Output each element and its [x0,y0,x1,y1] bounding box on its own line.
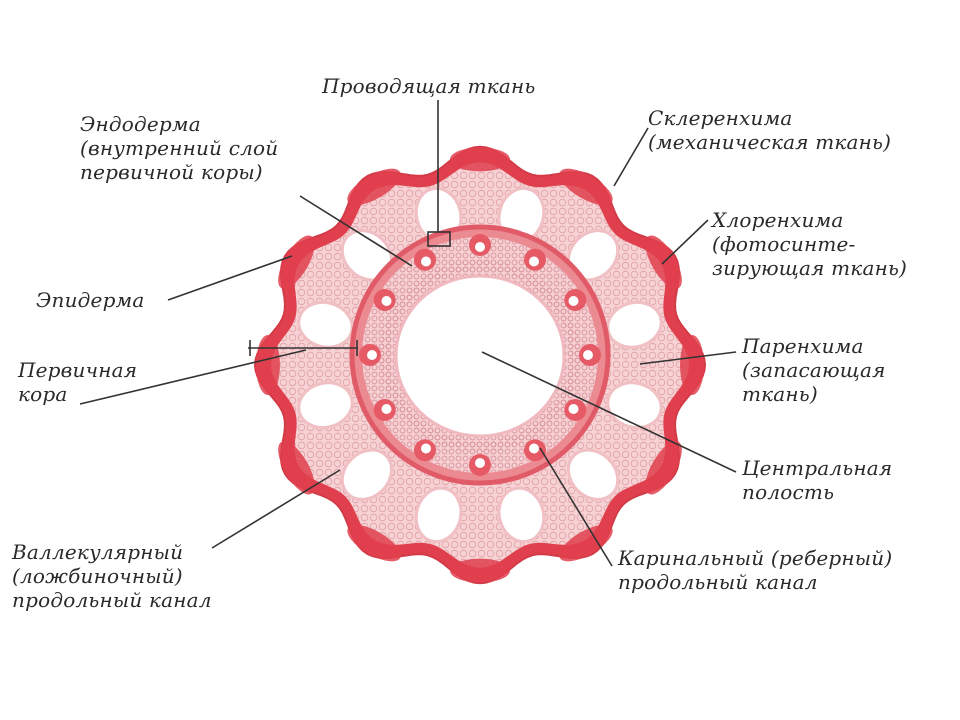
carinal-canal [381,296,392,306]
label-endoderm-line-1: Эндодерма [80,112,201,136]
sclerenchyma-patch [645,441,682,495]
vascular-bundles [359,234,601,476]
label-conducting-line-1: Проводящая ткань [322,74,536,98]
leader-epidermis [167,255,293,301]
label-primary-cortex: Первичная кора [18,358,137,406]
leader-cortex [79,349,307,405]
label-chlorenchyma-line-1: Хлоренхима [712,208,844,232]
carinal-canal [381,404,392,414]
sclerenchyma-patch [450,147,510,172]
label-cortex-line-1: Первичная [18,358,138,382]
leader-endoderm [299,195,413,267]
vallecular-canal [566,448,620,501]
label-vallecular-line-1: Валлекулярный [12,540,184,564]
carinal-canal [475,242,485,252]
label-conducting-tissue: Проводящая ткань [322,74,536,98]
carinal-canal [421,256,431,267]
leader-parenchyma [639,351,737,365]
label-epidermis-line-1: Эпидерма [36,288,145,312]
carinal-canal [529,443,539,454]
label-parenchyma-line-1: Паренхима [742,334,864,358]
sclerenchyma-patch [559,168,613,206]
label-chlorenchyma: Хлоренхима (фотосинте- зирующая ткань) [712,208,907,280]
sclerenchyma-patches [256,147,704,583]
sclerenchyma-patch [256,335,280,395]
label-central-cavity-line-2: полость [742,480,835,504]
label-vallecular-line-3: продольный канал [12,588,212,612]
sclerenchyma-patch [278,441,315,495]
vallecular-canal [606,300,663,349]
label-carinal-canal: Каринальный (реберный) продольный канал [618,546,892,594]
label-chlorenchyma-line-2: (фотосинте- [712,232,856,256]
carinal-canal [583,350,593,360]
vallecular-canal [497,486,546,544]
label-carinal-line-1: Каринальный (реберный) [618,546,893,570]
label-endoderm-line-3: первичной коры) [80,160,263,184]
leader-lines [79,100,737,567]
carinal-canal [568,296,579,306]
leader-central-cavity [481,351,737,473]
leader-sclerenchyma [613,127,649,187]
vallecular-canal [606,381,663,430]
pith-cells [380,260,580,452]
vallecular-canal [340,448,394,501]
central-cavity [394,274,566,438]
carinal-canal [568,404,579,414]
label-parenchyma: Паренхима (запасающая ткань) [742,334,886,406]
sclerenchyma-patch [559,524,613,562]
label-chlorenchyma-line-3: зирующая ткань) [712,256,908,280]
label-endoderm-line-2: (внутренний слой [80,136,279,160]
sclerenchyma-patch [347,524,401,562]
sclerenchyma-patch [680,335,704,395]
label-epidermis: Эпидерма [36,288,145,312]
label-central-cavity: Центральная полость [742,456,892,504]
label-sclerenchyma-line-1: Склеренхима [648,106,793,130]
carinal-canal [475,458,485,468]
label-central-cavity-line-1: Центральная [742,456,893,480]
leader-carinal [539,447,613,567]
leader-chlorenchyma [661,219,709,265]
label-cortex-line-2: кора [18,382,68,406]
label-sclerenchyma-line-2: (механическая ткань) [648,130,892,154]
label-sclerenchyma: Склеренхима (механическая ткань) [648,106,891,154]
sclerenchyma-patch [347,168,401,206]
vallecular-canal [414,486,463,544]
label-carinal-line-2: продольный канал [618,570,818,594]
vallecular-canal [297,300,354,349]
carinal-canal [529,256,539,267]
label-vallecular-line-2: (ложбиночный) [12,564,183,588]
leader-vallecular [211,469,341,549]
vallecular-canal [297,381,354,430]
conducting-marker-box [427,231,451,247]
carinal-canal [367,350,377,360]
sclerenchyma-patch [278,235,315,289]
sclerenchyma-patch [450,558,510,583]
label-parenchyma-line-2: (запасающая [742,358,886,382]
label-parenchyma-line-3: ткань) [742,382,818,406]
label-vallecular-canal: Валлекулярный (ложбиночный) продольный к… [12,540,212,612]
label-endoderm: Эндодерма (внутренний слой первичной кор… [80,112,278,184]
carinal-canal [421,443,431,454]
